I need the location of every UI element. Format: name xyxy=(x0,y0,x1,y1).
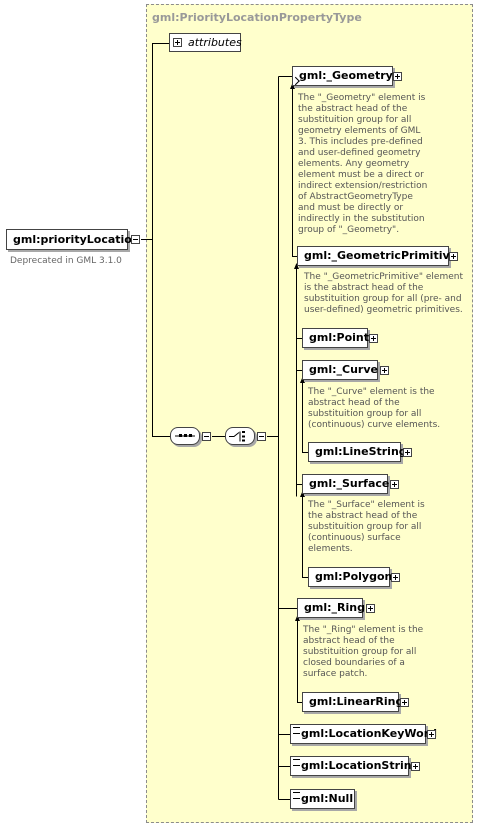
expand-curve-icon[interactable] xyxy=(380,366,389,375)
null-label: gml:Null xyxy=(301,792,354,805)
location-string-label: gml:LocationString xyxy=(301,759,420,772)
expand-surface-icon[interactable] xyxy=(390,480,399,489)
sequence-compositor[interactable] xyxy=(170,427,200,445)
expand-linear-ring-icon[interactable] xyxy=(400,698,409,707)
polygon-element[interactable]: gml:Polygon xyxy=(308,567,393,587)
point-element[interactable]: gml:Point xyxy=(302,328,369,348)
attributes-label: attributes xyxy=(188,36,242,49)
collapse-root-icon[interactable] xyxy=(131,235,140,244)
point-label: gml:Point xyxy=(309,331,369,344)
location-keyword-label: gml:LocationKeyWord xyxy=(301,727,437,740)
choice-icon xyxy=(229,431,245,442)
ring-label: gml:_Ring xyxy=(304,601,365,614)
ring-element[interactable]: gml:_Ring xyxy=(297,598,365,618)
expand-geometric-primitive-icon[interactable] xyxy=(449,252,458,261)
curve-label: gml:_Curve xyxy=(309,363,378,376)
surface-label: gml:_Surface xyxy=(309,477,390,490)
geometric-primitive-element[interactable]: gml:_GeometricPrimitive xyxy=(297,246,457,266)
location-keyword-element[interactable]: gml:LocationKeyWord xyxy=(290,724,437,744)
expand-line-string-icon[interactable] xyxy=(403,448,412,457)
root-element[interactable]: gml:priorityLocation xyxy=(6,229,140,250)
null-element[interactable]: gml:Null xyxy=(290,789,355,809)
root-note: Deprecated in GML 3.1.0 xyxy=(10,256,122,266)
collapse-sequence-icon[interactable] xyxy=(202,432,211,441)
geometry-element[interactable]: gml:_Geometry xyxy=(292,66,393,86)
line-string-element[interactable]: gml:LineString xyxy=(308,442,407,462)
expand-location-string-icon[interactable] xyxy=(411,762,420,771)
linear-ring-label: gml:LinearRing xyxy=(309,695,404,708)
expand-polygon-icon[interactable] xyxy=(391,573,400,582)
complex-type-area xyxy=(146,4,473,823)
polygon-label: gml:Polygon xyxy=(315,570,393,583)
type-title: gml:PriorityLocationPropertyType xyxy=(152,11,362,24)
collapse-choice-icon[interactable] xyxy=(257,432,266,441)
expand-location-keyword-icon[interactable] xyxy=(427,730,436,739)
linear-ring-element[interactable]: gml:LinearRing xyxy=(302,692,403,712)
geometric-primitive-label: gml:_GeometricPrimitive xyxy=(304,249,458,262)
choice-compositor[interactable] xyxy=(225,427,255,445)
curve-element[interactable]: gml:_Curve xyxy=(302,360,378,380)
expand-ring-icon[interactable] xyxy=(366,604,375,613)
expand-geometry-icon[interactable] xyxy=(393,72,402,81)
location-string-element[interactable]: gml:LocationString xyxy=(290,756,420,776)
expand-attributes-icon[interactable] xyxy=(173,38,182,47)
line-string-label: gml:LineString xyxy=(315,445,407,458)
expand-point-icon[interactable] xyxy=(369,334,378,343)
root-element-label: gml:priorityLocation xyxy=(13,233,140,246)
geometry-label: gml:_Geometry xyxy=(299,69,393,82)
sequence-icon xyxy=(175,434,195,437)
surface-element[interactable]: gml:_Surface xyxy=(302,474,390,494)
attributes-box[interactable]: attributes xyxy=(169,33,242,52)
